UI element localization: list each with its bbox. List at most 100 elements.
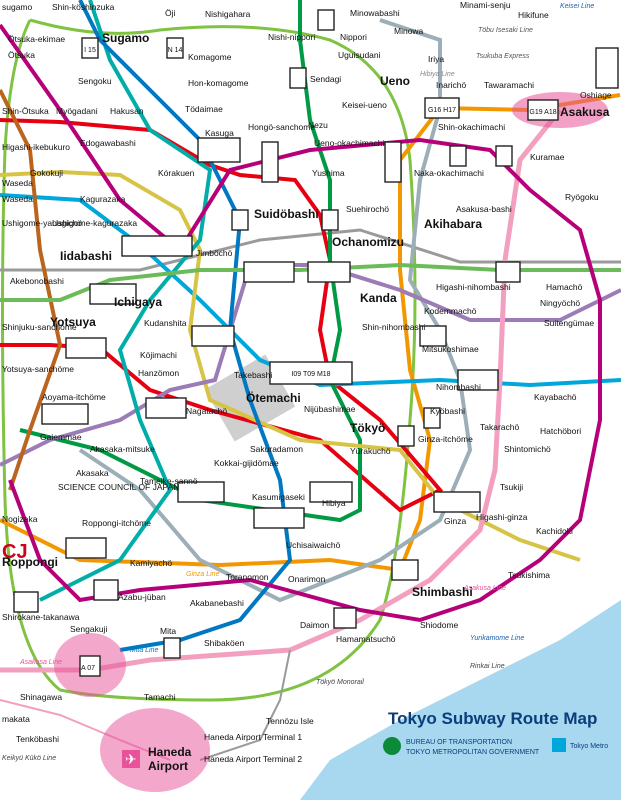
label-asakusa-line: Asakusa Line [463,585,506,592]
label-asakusabashi: Asakusa-bashi [456,204,512,214]
label-hamamatsucho: Hamamatsuchö [336,634,396,644]
label-hanzomon: Hanzömon [138,368,179,378]
station-marker [321,209,339,231]
label-jimbocho: Jimböchö [196,248,233,258]
label-keisei-line: Keisei Line [560,3,594,10]
publisher-line-2: TOKYO METROPOLITAN GOVERNMENT [406,749,540,756]
label-ueno: Ueno [380,74,410,88]
label-roppongi-itchome: Roppongi-itchöme [82,518,151,528]
label-rinkai: Rinkai Line [470,663,505,670]
label-akasaka: Akasaka [76,468,109,478]
label-haneda-t2: Haneda Airport Terminal 2 [204,754,302,764]
label-kagurazaka: Kagurazaka [80,194,126,204]
label-haneda-1: Haneda [148,745,192,759]
label-kuramae: Kuramae [530,152,565,162]
namboku-line [39,0,213,602]
label-nihombashi: Nihombashi [436,382,481,392]
label-komagome: Komagome [188,52,232,62]
label-sakuradamon: Sakuradamon [250,444,303,454]
label-tennozu: Tennözu Isle [266,716,314,726]
science-council: SCIENCE COUNCIL OF JAPAN [58,482,179,492]
station-marker [419,325,447,347]
label-shinagawa: Shinagawa [20,692,62,702]
label-uchisaiwaicho: Uchisaiwaichö [286,540,341,550]
label-ochanomizu: Ochanomizu [332,235,404,249]
label-iidabashi: Iidabashi [60,249,112,263]
label-shirokane-takanawa: Shirokane-takanawa [2,612,80,622]
haneda-highlight[interactable] [100,708,210,792]
label-toranomon: Toranomon [226,572,269,582]
code: G16 H17 [428,107,456,114]
label-akasaka-mitsuke: Akasaka-mitsuke [90,444,155,454]
label-sengakuji: Sengakuji [70,624,107,634]
tokyo-metro-label: Tokyo Metro [570,743,608,750]
station-marker [41,403,89,425]
label-asakusa-line2: Asakusa Line [19,659,62,666]
station-marker [166,37,184,59]
label-azabu-juban: Azabu-jüban [118,592,166,602]
label-yurikamome: Yurikamome Line [470,635,524,642]
label-onarimon: Onarimon [288,574,326,584]
label-suitengumae: Suitengümae [544,318,594,328]
label-haneda-t1: Haneda Airport Terminal 1 [204,732,302,742]
label-ginza-itchome: Ginza-itchöme [418,434,473,444]
asakusa-line [0,108,562,673]
airplane-icon [122,750,140,768]
station-marker [527,99,559,121]
label-higashi-nihombashi: Higashi-nihombashi [436,282,511,292]
label-minowa: Minowa [394,26,424,36]
label-higashi-ginza: Higashi-ginza [476,512,528,522]
code: I09 T09 M18 [291,371,330,378]
station-marker [433,491,481,513]
station-marker [177,481,225,503]
label-shimbashi: Shimbashi [412,585,473,599]
label-kamiyacho: Kamiyachö [130,558,172,568]
label-suehirocho: Suehirochö [346,204,389,214]
label-hibiya: Hibiya [322,498,346,508]
station-marker [391,559,419,581]
label-hongo-sanchome: Hongö-sanchome [248,122,315,132]
label-nogizaka: Nogizaka [2,514,38,524]
label-ginza-line: Ginza Line [186,571,220,578]
label-kasumigaseki: Kasumigaseki [252,492,305,502]
label-tsukishima: Tsukishima [508,570,550,580]
label-korakuen: Kórakuen [158,168,195,178]
label-ueno-okachimachi: Ueno-okachimachi [314,138,385,148]
label-inaricho: Inarichö [436,80,467,90]
station-marker [261,141,279,183]
label-nishigahara: Nishigahara [205,9,251,19]
label-waseda: Waseda [2,194,33,204]
code: I 15 [84,47,96,54]
label-suidobashi: Suidöbashi [254,207,319,221]
label-takaracho: Takarachö [480,422,519,432]
label-waseda-top: Waseda [2,178,33,188]
label-yotsuya: Yotsuya [50,315,96,329]
label-takebashi: Takebashi [234,370,272,380]
label-minami-senju: Minami-senju [460,0,511,10]
monorail-line [199,649,291,761]
airplane-glyph: ✈ [125,751,137,767]
label-daimon: Daimon [300,620,330,630]
publisher-line-1: BUREAU OF TRANSPORTATION [406,739,512,746]
label-asakusa: Asakusa [560,105,610,119]
station-marker [384,141,402,183]
label-hibiya-line: Hibiya Line [420,71,455,78]
label-kasuga: Kasuga [205,128,234,138]
code: A 07 [81,665,95,672]
station-codes: I 15 N 14 G16 H17 G19 A18 I09 T09 M18 A … [81,47,557,672]
label-tsukiji: Tsukiji [500,482,523,492]
label-aoyama-itchome: Aoyama-itchöme [42,392,106,402]
label-roppongi: Roppongi [2,555,58,569]
station-marker [231,209,249,231]
cj-mark: CJ [2,541,28,563]
station-marker [121,235,193,257]
station-marker [145,397,187,419]
label-naka-okachimachi: Naka-okachimachi [414,168,484,178]
station-marker [309,481,353,503]
label-kokkai-gijidomae: Kokkai-gijidömae [214,458,279,468]
station-marker [495,261,521,283]
label-todaimae: Tödaimae [185,104,223,114]
label-ningyocho: Ningyöchö [540,298,580,308]
